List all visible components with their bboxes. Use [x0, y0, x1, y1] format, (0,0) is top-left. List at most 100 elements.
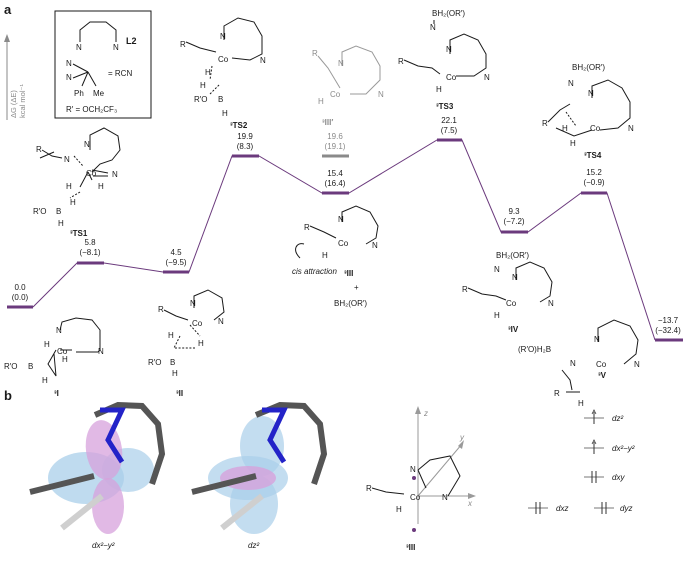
- label-III: ³III: [344, 269, 353, 278]
- svg-text:R: R: [180, 40, 186, 49]
- svg-text:R: R: [398, 57, 404, 66]
- structure-TS1: R N N N Co H H R′O B H H ³TS1: [33, 127, 121, 238]
- svg-text:N: N: [112, 170, 118, 179]
- axis-label-line1: ΔG (ΔE): [9, 90, 18, 118]
- label-TS3: ³TS3: [436, 102, 454, 111]
- g-TS1: 5.8: [84, 238, 96, 247]
- svg-text:N: N: [218, 317, 224, 326]
- svg-text:N: N: [56, 326, 62, 335]
- e-TS3: (7.5): [441, 126, 458, 135]
- svg-text:BH₂(OR′): BH₂(OR′): [496, 251, 529, 260]
- svg-text:H: H: [42, 376, 48, 385]
- svg-text:H: H: [494, 311, 500, 320]
- e-IIIprime: (19.1): [325, 142, 346, 151]
- structure-IIIprime: R N N Co H ³III′: [312, 45, 384, 127]
- free-borane: BH₂(OR′): [334, 299, 367, 308]
- energy-labels: 0.0 (0.0) 5.8 (−8.1) 4.5 (−9.5) 19.9 (8.…: [12, 116, 681, 335]
- svg-text:H: H: [205, 68, 211, 77]
- svg-text:H: H: [62, 355, 68, 364]
- plus-sign: +: [354, 283, 359, 292]
- svg-text:(R′O)H₂B: (R′O)H₂B: [518, 345, 551, 354]
- svg-text:N: N: [594, 335, 600, 344]
- axis-label-line2: kcal mol⁻¹: [18, 84, 27, 118]
- svg-text:N: N: [410, 465, 416, 474]
- label-IV: ³IV: [508, 325, 519, 334]
- svg-text:B: B: [56, 207, 61, 216]
- label-I: ³I: [54, 389, 59, 398]
- svg-text:N: N: [430, 23, 436, 32]
- svg-text:R: R: [158, 305, 164, 314]
- svg-text:R: R: [312, 49, 318, 58]
- level-dz2: dz²: [584, 409, 623, 424]
- svg-text:R′O: R′O: [33, 207, 47, 216]
- coordinate-structure-III: z y x R N N Co H ³III: [366, 406, 476, 552]
- level-dxz: dxz: [528, 502, 568, 514]
- svg-text:N: N: [484, 73, 490, 82]
- legend-n1: N: [76, 43, 82, 52]
- orbital-dz2-render: dz²: [191, 401, 328, 550]
- svg-text:N: N: [512, 273, 518, 282]
- energy-axis: ΔG (ΔE) kcal mol⁻¹: [4, 34, 27, 120]
- svg-text:N: N: [260, 56, 266, 65]
- svg-text:N: N: [372, 241, 378, 250]
- e-IV: (−7.2): [503, 217, 524, 226]
- svg-text:B: B: [218, 95, 223, 104]
- structure-V: (R′O)H₂B N N N Co R H ³V: [518, 319, 640, 408]
- g-II: 4.5: [170, 248, 182, 257]
- svg-text:H: H: [318, 97, 324, 106]
- svg-text:N: N: [446, 45, 452, 54]
- legend-rprime: R′ = OCH₂CF₃: [66, 105, 117, 114]
- g-TS2: 19.9: [237, 132, 253, 141]
- legend-n3: N: [66, 59, 72, 68]
- e-I: (0.0): [12, 293, 29, 302]
- g-V: −13.7: [658, 316, 679, 325]
- svg-text:H: H: [578, 399, 584, 408]
- svg-text:B: B: [28, 362, 33, 371]
- structure-IV: BH₂(OR′) N R N N Co H ³IV: [462, 251, 554, 334]
- svg-text:N: N: [494, 265, 500, 274]
- level-dyz: dyz: [594, 502, 632, 514]
- orbital-dx2y2-render: dx²−y²: [29, 401, 166, 550]
- svg-text:R′O: R′O: [194, 95, 208, 104]
- svg-text:Co: Co: [338, 239, 349, 248]
- orbital-mid-label: dz²: [248, 541, 259, 550]
- svg-text:R: R: [304, 223, 310, 232]
- svg-text:dxz: dxz: [556, 504, 568, 513]
- orbital-left-label: dx²−y²: [92, 541, 115, 550]
- svg-text:Co: Co: [218, 55, 229, 64]
- svg-text:dz²: dz²: [612, 414, 623, 423]
- svg-text:H: H: [222, 109, 228, 118]
- svg-text:R′O: R′O: [4, 362, 18, 371]
- label-TS2: ³TS2: [230, 121, 248, 130]
- svg-text:H: H: [436, 85, 442, 94]
- svg-text:N: N: [220, 32, 226, 41]
- svg-text:B: B: [170, 358, 175, 367]
- structure-II: R N N Co H H R′O B H ³II: [148, 289, 225, 398]
- svg-text:H: H: [172, 369, 178, 378]
- svg-text:N: N: [84, 140, 90, 149]
- label-V: ³V: [598, 371, 607, 380]
- panel-b-label: b: [4, 388, 12, 403]
- legend-n4: N: [66, 73, 72, 82]
- g-IIIprime: 19.6: [327, 132, 343, 141]
- svg-text:Co: Co: [86, 169, 97, 178]
- g-TS4: 15.2: [586, 168, 602, 177]
- svg-text:BH₂(OR′): BH₂(OR′): [432, 9, 465, 18]
- svg-text:H: H: [570, 139, 576, 148]
- svg-text:N: N: [588, 89, 594, 98]
- e-III: (16.4): [325, 179, 346, 188]
- svg-text:H: H: [70, 198, 76, 207]
- structure-I: N N Co H H H R′O B ³I: [4, 317, 104, 398]
- svg-text:Co: Co: [330, 90, 341, 99]
- axis-x: x: [467, 499, 473, 508]
- legend-me: Me: [93, 89, 105, 98]
- state-bars: [7, 138, 683, 342]
- axis-z: z: [423, 409, 428, 418]
- svg-text:H: H: [198, 339, 204, 348]
- e-TS4: (−0.9): [583, 178, 604, 187]
- svg-text:N: N: [338, 215, 344, 224]
- d-orbital-levels: dz² dx²−y² dxy dxz dyz: [528, 409, 635, 514]
- svg-text:dxy: dxy: [612, 473, 625, 482]
- label-II: ³II: [176, 389, 183, 398]
